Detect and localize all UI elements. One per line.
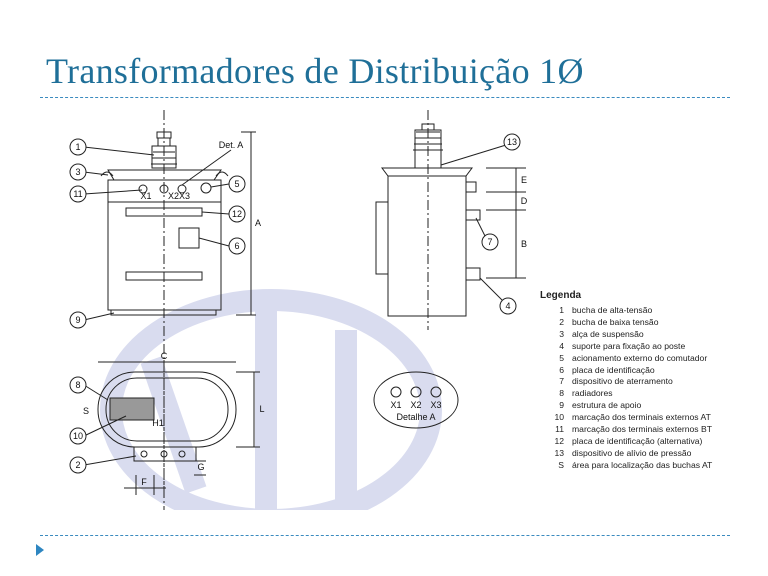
- dim-l-label: L: [259, 404, 264, 414]
- legend-item: 4 suporte para fixação ao poste: [540, 341, 740, 353]
- legend-item-number: 2: [559, 316, 564, 327]
- callout-7: 7: [487, 237, 492, 247]
- label-x2x3: X2X3: [168, 191, 190, 201]
- footer-divider: [40, 535, 730, 536]
- legend-item: 6 placa de identificação: [540, 365, 740, 377]
- callout-11: 11: [73, 189, 82, 199]
- callout-10: 10: [73, 431, 83, 441]
- dim-c-label: C: [161, 351, 168, 361]
- dim-d-label: D: [521, 196, 528, 206]
- legend-item-text: suporte para fixação ao poste: [572, 340, 686, 351]
- callout-6: 6: [234, 241, 239, 251]
- legend-item-text: alça de suspensão: [572, 328, 644, 339]
- legend-item: 11 marcação dos terminais externos BT: [540, 424, 740, 436]
- legend-item-text: bucha de alta-tensão: [572, 305, 653, 315]
- legend-item-text: marcação dos terminais externos AT: [572, 412, 711, 423]
- detail-caption: Detalhe A: [396, 412, 435, 422]
- legend-item-number: 7: [559, 376, 564, 387]
- dim-f-label: F: [141, 477, 147, 487]
- legend-item-text: marcação dos terminais externos BT: [572, 424, 712, 435]
- legend-item-text: bucha de baixa tensão: [572, 316, 659, 327]
- legend-item: 9 estrutura de apoio: [540, 400, 740, 412]
- legend-item-text: dispositivo de aterramento: [572, 376, 673, 387]
- abnt-watermark: [100, 289, 442, 510]
- callout-8: 8: [75, 380, 80, 390]
- callout-9: 9: [75, 315, 80, 325]
- detail-x3: X3: [430, 400, 441, 410]
- dim-s-label: S: [83, 406, 89, 416]
- legend-item-number: S: [558, 459, 564, 470]
- callout-1: 1: [75, 142, 80, 152]
- legend-item: 2 bucha de baixa tensão: [540, 317, 740, 329]
- callout-2: 2: [75, 460, 80, 470]
- legend-item-number: 8: [559, 388, 564, 399]
- legend-item: 3 alça de suspensão: [540, 329, 740, 341]
- legend: Legenda 1 bucha de alta-tensão 2 bucha de b…: [540, 290, 740, 472]
- bullet-arrow-icon: [36, 544, 44, 556]
- legend-item: 12 placa de identificação (alternativa): [540, 436, 740, 448]
- transformer-drawing: 1 3 11 5 12 6 9 Det. A X1 X2X3 A: [69, 110, 528, 510]
- label-x1: X1: [140, 191, 151, 201]
- legend-item-text: placa de identificação (alternativa): [572, 435, 703, 446]
- legend-item-text: estrutura de apoio: [572, 400, 642, 411]
- legend-item-text: placa de identificação: [572, 364, 655, 375]
- legend-item: 13 dispositivo de alívio de pressão: [540, 448, 740, 460]
- legend-item-number: 1: [559, 305, 564, 315]
- legend-item: 5 acionamento externo do comutador: [540, 353, 740, 365]
- title-divider: [40, 97, 730, 98]
- legend-item-number: 9: [559, 400, 564, 411]
- legend-item-number: 10: [554, 412, 564, 423]
- callout-13: 13: [507, 137, 517, 147]
- detail-x1: X1: [390, 400, 401, 410]
- legend-item: 10 marcação dos terminais externos AT: [540, 412, 740, 424]
- legend-item-number: 11: [555, 424, 564, 435]
- legend-item-number: 3: [559, 328, 564, 339]
- legend-item-number: 13: [554, 447, 564, 458]
- legend-item: 7 dispositivo de aterramento: [540, 376, 740, 388]
- dim-g-label: G: [197, 462, 204, 472]
- dim-a-label: A: [255, 218, 261, 228]
- label-det-a: Det. A: [219, 140, 244, 150]
- legend-item-number: 4: [559, 340, 564, 351]
- callout-4: 4: [505, 301, 510, 311]
- label-h1: H1: [152, 418, 164, 428]
- legend-item-number: 12: [554, 435, 564, 446]
- legend-item-text: área para localização das buchas AT: [572, 459, 713, 470]
- detail-x2: X2: [410, 400, 421, 410]
- callout-5: 5: [234, 179, 239, 189]
- legend-item-text: dispositivo de alívio de pressão: [572, 447, 692, 458]
- legend-item-number: 5: [559, 352, 564, 363]
- slide-title: Transformadores de Distribuição 1Ø: [46, 51, 584, 91]
- legend-title: Legenda: [540, 290, 582, 301]
- dim-b-label: B: [521, 239, 527, 249]
- legend-item: 8 radiadores: [540, 388, 740, 400]
- legend-item: 1 bucha de alta-tensão: [540, 305, 740, 317]
- callout-3: 3: [75, 167, 80, 177]
- legend-item-number: 6: [559, 364, 564, 375]
- legend-item-text: radiadores: [572, 388, 613, 399]
- callout-12: 12: [232, 209, 242, 219]
- legend-item-text: acionamento externo do comutador: [572, 352, 708, 363]
- dim-e-label: E: [521, 175, 527, 185]
